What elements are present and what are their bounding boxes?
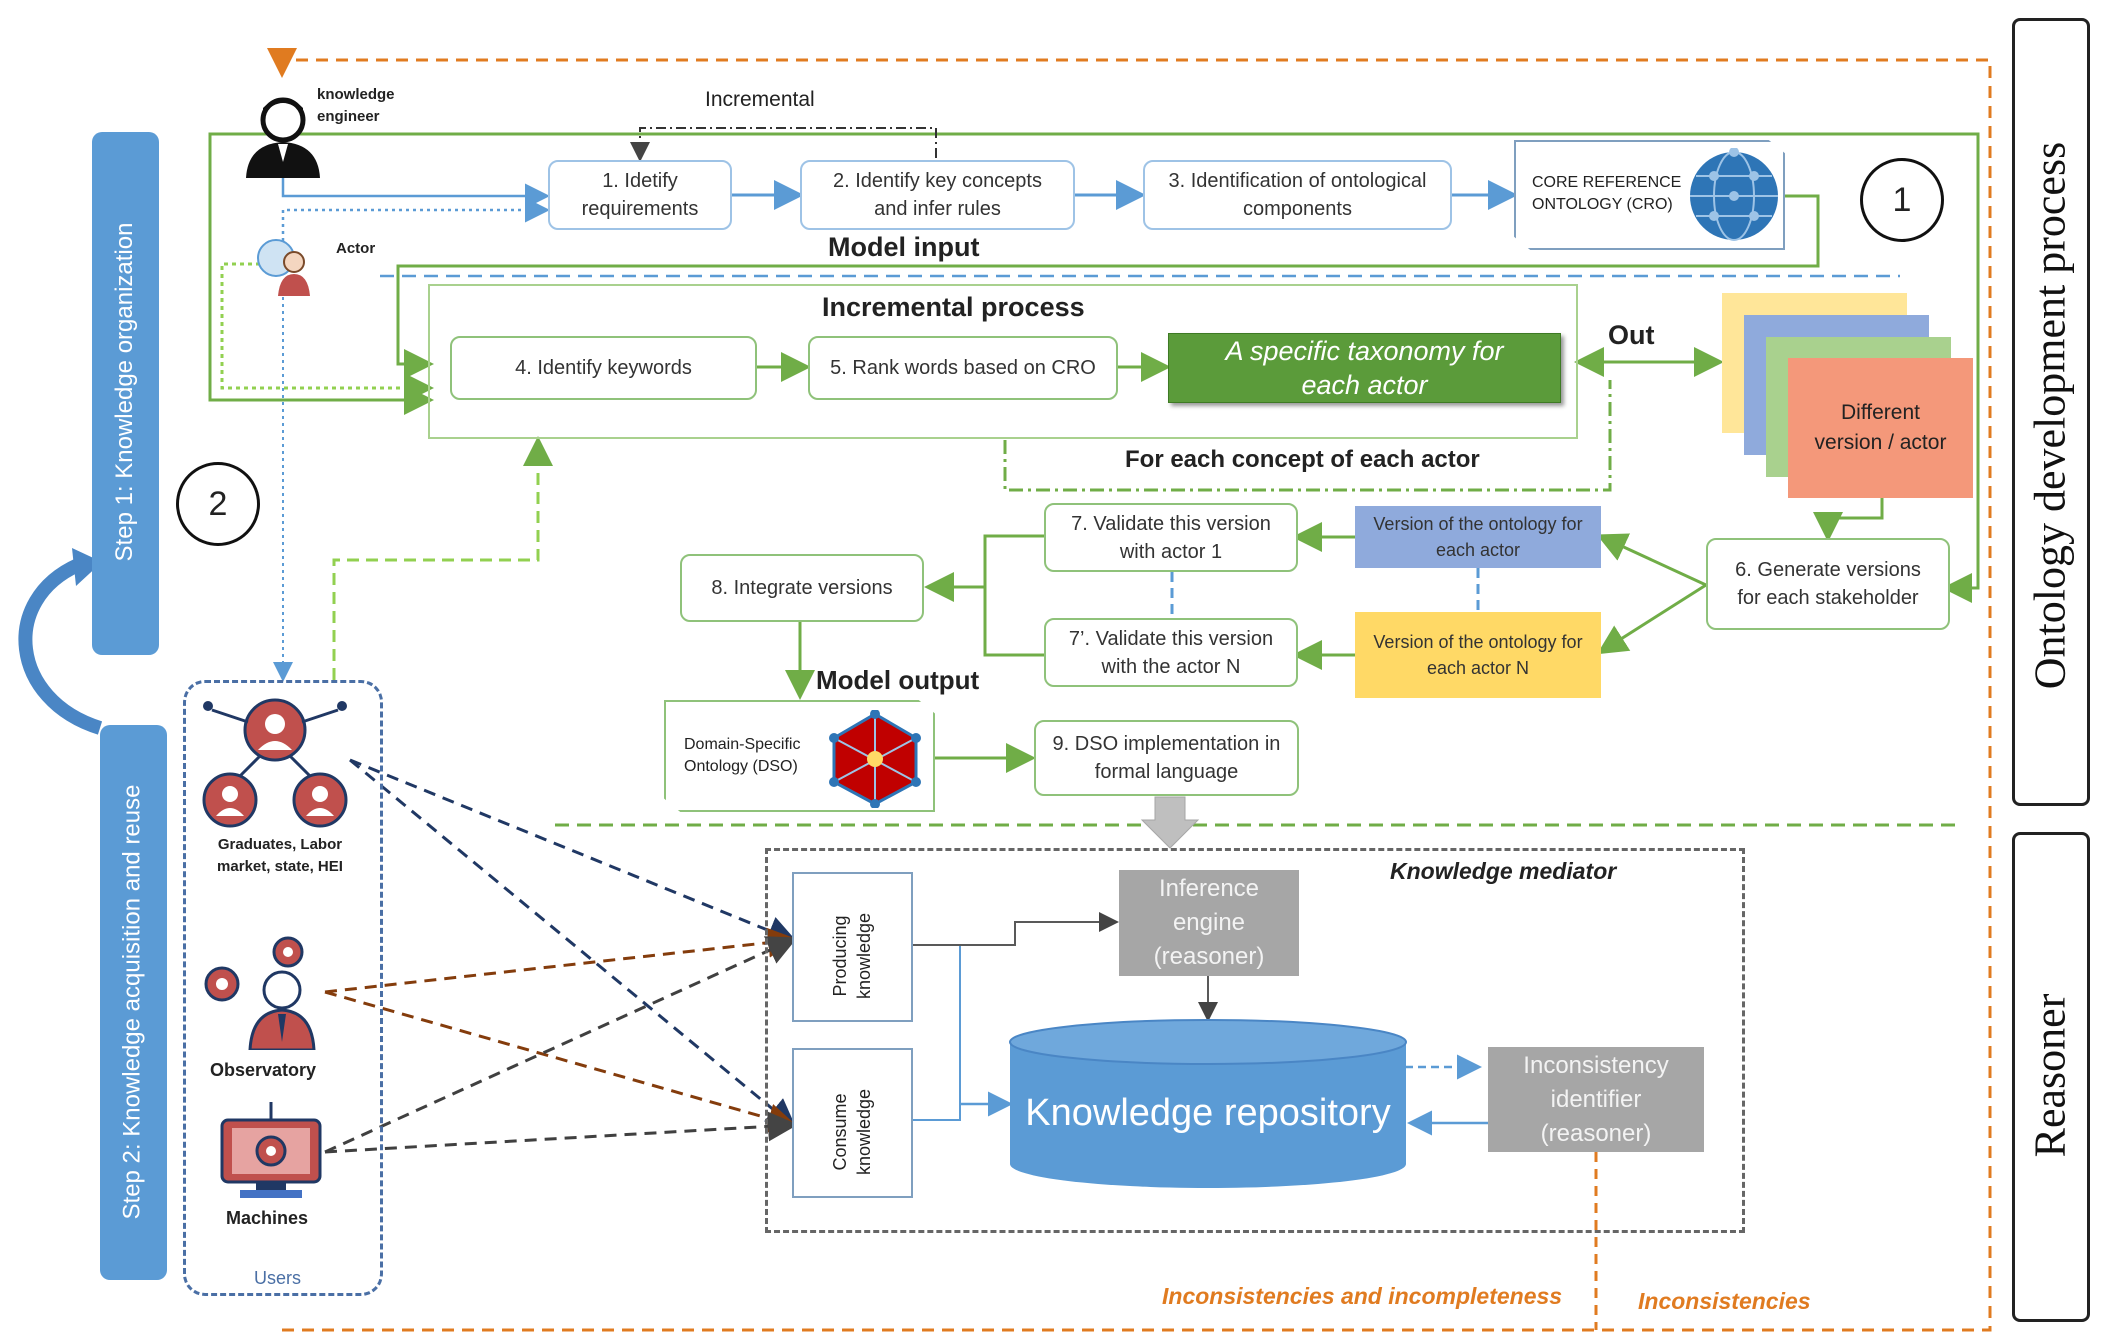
actor-label: Actor xyxy=(336,240,376,257)
implementation-down-arrow xyxy=(1140,796,1200,849)
producing-box xyxy=(792,872,913,1022)
step-7n-box: 7’. Validate this version with the actor… xyxy=(1044,618,1298,687)
step-4-box: 4. Identify keywords xyxy=(450,336,757,400)
inconsistency-identifier-box: Inconsistency identifier (reasoner) xyxy=(1488,1047,1704,1152)
consume-box xyxy=(792,1048,913,1198)
step-5-box: 5. Rank words based on CRO xyxy=(808,336,1118,400)
taxonomy-box: A specific taxonomy for each actor xyxy=(1168,333,1561,403)
incremental-process-label: Incremental process xyxy=(822,292,1085,322)
inconsistencies-label: Inconsistencies xyxy=(1638,1288,1811,1314)
incremental-label: Incremental xyxy=(705,88,815,111)
model-output-label: Model output xyxy=(816,665,980,695)
knowledge-mediator-frame xyxy=(765,848,1745,1233)
knowledge-mediator-label: Knowledge mediator xyxy=(1390,858,1617,884)
scroll-ontology-label: Ontology development process xyxy=(2025,141,2075,690)
actor-icon xyxy=(257,239,310,296)
version-actor-box: Version of the ontology for each actor xyxy=(1355,506,1601,568)
feedback-loop-outer xyxy=(267,48,1992,1332)
step-8-box: 8. Integrate versions xyxy=(680,554,924,622)
scroll-reasoner-label: Reasoner xyxy=(2025,993,2075,1158)
users-label: Users xyxy=(254,1268,302,1288)
step1-bar xyxy=(92,132,159,655)
step-3-box: 3. Identification of ontological compone… xyxy=(1143,160,1452,230)
different-version-card: Different version / actor xyxy=(1788,358,1973,498)
cro-label: CORE REFERENCE ONTOLOGY (CRO) xyxy=(1532,174,1682,213)
users-frame xyxy=(183,680,383,1296)
step-1-box: 1. Idetify requirements xyxy=(548,160,732,230)
observatory-icon xyxy=(204,936,316,1050)
step1-label: Step 1: Knowledge organization xyxy=(111,222,138,562)
dso-network-icon xyxy=(829,710,921,808)
step-2-box: 2. Identify key concepts and infer rules xyxy=(800,160,1075,230)
step2-bar xyxy=(100,725,167,1280)
marker-2: 2 xyxy=(176,462,260,546)
producing-label: Producing knowledge xyxy=(830,912,874,1000)
step-6-box: 6. Generate versions for each stakeholde… xyxy=(1706,538,1950,630)
scroll-ontology xyxy=(2012,18,2090,806)
for-each-concept-label: For each concept of each actor xyxy=(1125,446,1480,473)
step-7-box: 7. Validate this version with actor 1 xyxy=(1044,503,1298,572)
inconsistencies-incompleteness-label: Inconsistencies and incompleteness xyxy=(1162,1283,1563,1309)
inference-engine-box: Inference engine (reasoner) xyxy=(1119,870,1299,976)
machines-label: Machines xyxy=(226,1208,309,1228)
out-label: Out xyxy=(1608,320,1655,350)
machines-icon xyxy=(220,1102,322,1198)
step-9-box: 9. DSO implementation in formal language xyxy=(1034,720,1299,796)
version-actor-n-box: Version of the ontology for each actor N xyxy=(1355,612,1601,698)
scroll-reasoner xyxy=(2012,832,2090,1322)
consume-label: Consume knowledge xyxy=(830,1088,874,1176)
model-input-label: Model input xyxy=(828,232,980,262)
graduates-label: Graduates, Labor market, state, HEI xyxy=(217,836,343,875)
knowledge-engineer-icon xyxy=(246,97,320,178)
graduates-group-icon xyxy=(202,698,348,828)
cycle-arrow xyxy=(18,558,103,735)
marker-1: 1 xyxy=(1860,158,1944,242)
knowledge-repository-cylinder xyxy=(1009,1019,1407,1188)
knowledge-engineer-label: knowledge engineer xyxy=(317,86,395,125)
observatory-label: Observatory xyxy=(210,1060,317,1080)
knowledge-repository-label: Knowledge repository xyxy=(1025,1092,1391,1134)
step2-label: Step 2: Knowledge acquisition and reuse xyxy=(118,784,146,1220)
globe-network-icon xyxy=(1690,148,1778,241)
dso-label: Domain-Specific Ontology (DSO) xyxy=(684,736,801,775)
incremental-process-frame xyxy=(428,284,1578,439)
